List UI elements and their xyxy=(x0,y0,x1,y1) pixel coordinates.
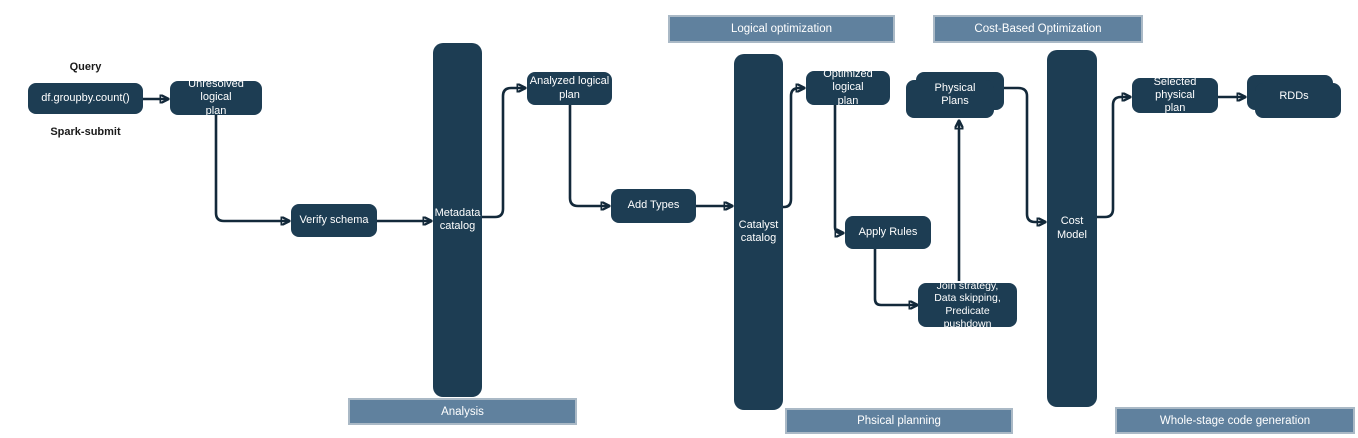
connector-metadata-catalog-to-analyzed-plan xyxy=(482,88,525,219)
node-physical-plans: Physical Plans xyxy=(906,72,1004,118)
node-query-code: df.groupby.count() xyxy=(28,83,143,114)
node-join-strategy: Join strategy, Data skipping, Predicate … xyxy=(918,280,1017,330)
connector-apply-rules-to-join-strategy xyxy=(873,249,917,305)
connector-physical-plans-to-cost-model xyxy=(1004,86,1045,222)
band-cost-based-optimization: Cost-Based Optimization xyxy=(933,15,1143,43)
node-verify-schema: Verify schema xyxy=(291,204,377,237)
node-analyzed-logical-plan: Analyzed logical plan xyxy=(527,72,612,105)
band-analysis: Analysis xyxy=(348,398,577,425)
node-catalyst-catalog: Catalyst catalog xyxy=(734,54,783,410)
node-rdds: RDDs xyxy=(1247,75,1341,118)
connector-catalyst-catalog-to-optimized-plan xyxy=(783,88,804,209)
rdds-label: RDDs xyxy=(1279,89,1309,102)
band-physical-planning: Phsical planning xyxy=(785,408,1013,434)
connector-unresolved-to-verify-schema xyxy=(214,115,289,221)
connector-optimized-plan-to-apply-rules xyxy=(833,105,843,233)
spark-submit-label: Spark-submit xyxy=(50,126,121,138)
band-whole-stage-code-generation: Whole-stage code generation xyxy=(1115,407,1355,434)
node-add-types: Add Types xyxy=(611,189,696,223)
node-selected-physical-plan: Selected physical plan xyxy=(1132,76,1218,114)
rdds-front-layer xyxy=(1255,83,1341,118)
band-logical-optimization: Logical optimization xyxy=(668,15,895,43)
node-metadata-catalog: Metadata catalog xyxy=(433,43,482,397)
node-unresolved-logical-plan: Unresolved logical plan xyxy=(170,78,262,117)
connector-cost-model-to-selected-plan xyxy=(1097,97,1130,219)
physical-plans-front-layer xyxy=(906,80,994,118)
node-cost-model: Cost Model xyxy=(1047,50,1097,407)
node-apply-rules: Apply Rules xyxy=(845,216,931,249)
physical-plans-label: Physical Plans xyxy=(934,81,976,107)
node-optimized-logical-plan: Optimized logical plan xyxy=(806,68,890,107)
connector-analyzed-plan-to-add-types xyxy=(568,105,609,206)
query-label: Query xyxy=(69,61,102,73)
